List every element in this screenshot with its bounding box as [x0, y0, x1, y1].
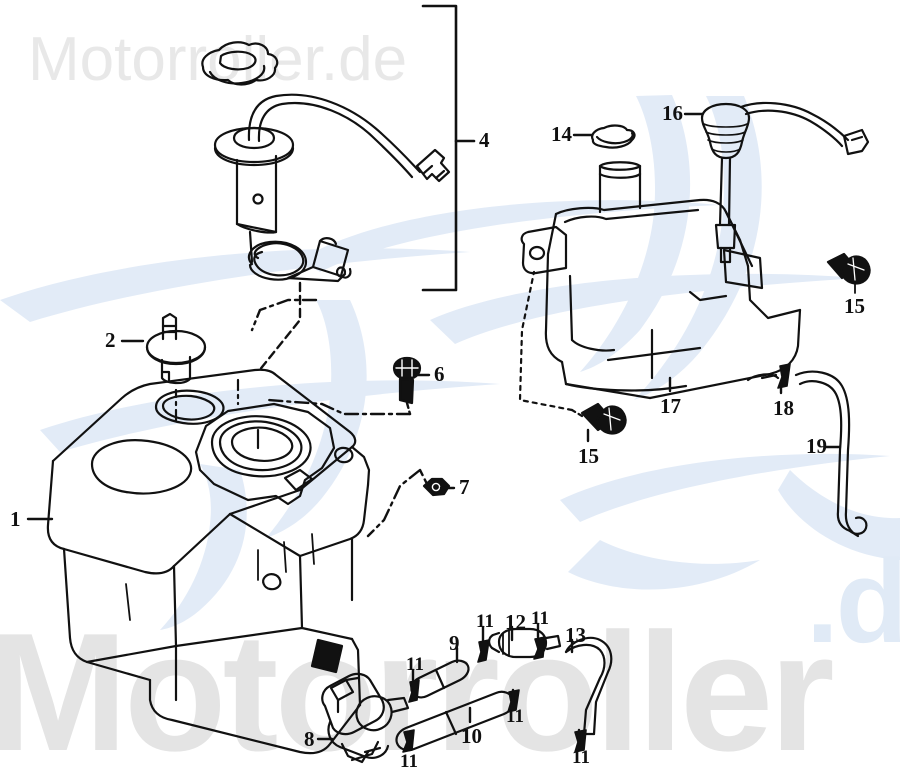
callout-15-a: 15 — [578, 444, 599, 468]
nut-7 — [422, 477, 451, 497]
nut-7-detail — [431, 482, 441, 492]
callout-4: 4 — [479, 128, 490, 152]
oil-hose-19 — [794, 370, 868, 538]
callout-11-d: 11 — [506, 706, 524, 727]
oil-tank-cap-14 — [591, 124, 636, 149]
oil-level-sensor-16 — [700, 101, 870, 264]
fuel-tank — [46, 368, 371, 755]
fuel-valve-8 — [321, 672, 410, 764]
callout-15-b: 15 — [844, 294, 865, 318]
bolt-15-left — [580, 402, 627, 435]
callout-19: 19 — [806, 434, 827, 458]
callout-11-a: 11 — [406, 654, 424, 675]
callout-11-f: 11 — [572, 747, 590, 768]
bolt-15-right-detail — [847, 257, 865, 281]
assembly-bracket-4 — [421, 4, 476, 292]
callout-18: 18 — [773, 396, 794, 420]
callout-7: 7 — [459, 475, 470, 499]
callout-12: 12 — [505, 610, 526, 634]
bolt-15-left-detail — [603, 407, 621, 431]
bolt-15-right — [826, 252, 871, 285]
callout-14: 14 — [551, 122, 572, 146]
callout-2: 2 — [105, 328, 116, 352]
fuel-sender-unit — [201, 41, 451, 283]
callout-10: 10 — [461, 724, 482, 748]
callout-11-c: 11 — [476, 611, 494, 632]
callout-11-b: 11 — [400, 751, 418, 770]
bolt-6-detail — [395, 359, 419, 377]
callout-11-e: 11 — [531, 608, 549, 629]
callout-8: 8 — [304, 727, 315, 751]
callout-9: 9 — [449, 631, 460, 655]
callout-6: 6 — [434, 362, 445, 386]
fuel-filter-12 — [488, 627, 562, 659]
oil-tank-17 — [520, 161, 802, 400]
callout-13: 13 — [565, 623, 586, 647]
hose-clamps — [402, 636, 587, 753]
callout-17: 17 — [660, 394, 681, 418]
callout-1: 1 — [10, 507, 21, 531]
callout-16: 16 — [662, 101, 683, 125]
